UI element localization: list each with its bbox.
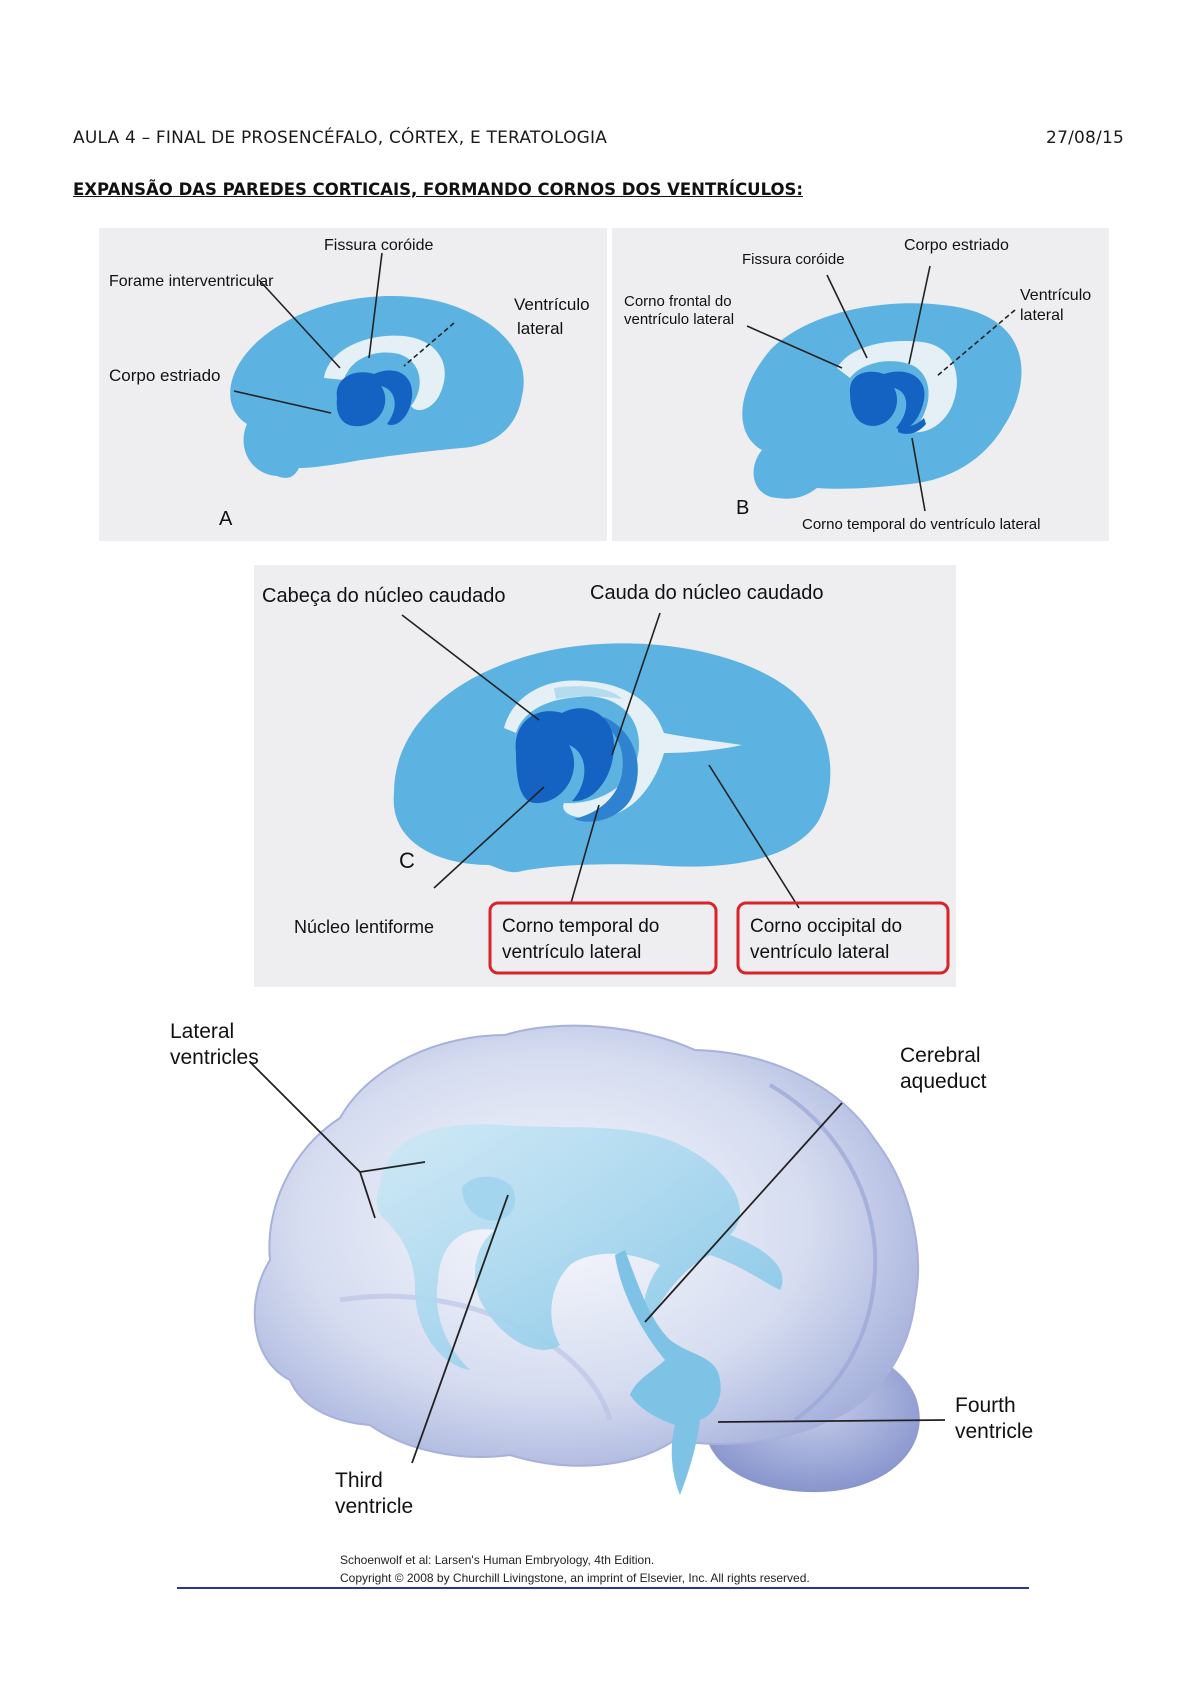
leader-line <box>908 265 931 365</box>
highlight-box-occipital <box>736 901 950 975</box>
label-lateral-line1: Lateral <box>170 1020 234 1043</box>
label-corno-temporal-line1: Corno temporal do <box>502 916 659 937</box>
figure-letter: B <box>736 497 749 519</box>
leader-line <box>411 1194 509 1464</box>
leader-line <box>258 279 341 369</box>
lobe-outline <box>768 1083 878 1422</box>
aqueduct-fourth-ventricle <box>615 1250 721 1495</box>
label-ventriculo-line1: Ventrículo <box>514 295 590 314</box>
lateral-ventricle <box>837 341 957 433</box>
label-corno-frontal-line2: ventrículo lateral <box>624 311 734 328</box>
leader-line <box>403 322 455 367</box>
label-corpo-estriado: Corpo estriado <box>109 366 221 385</box>
leader-line <box>359 1171 376 1219</box>
leader-line <box>401 614 540 721</box>
leader-line <box>359 1161 426 1173</box>
label-third-line1: Third <box>335 1469 383 1492</box>
label-fourth-line1: Fourth <box>955 1394 1016 1417</box>
label-lateral-line2: ventricles <box>170 1046 259 1069</box>
credit-line1: Schoenwolf et al: Larsen's Human Embryol… <box>340 1553 654 1567</box>
label-corpo-estriado: Corpo estriado <box>904 237 1009 254</box>
label-corno-temporal: Corno temporal do ventrículo lateral <box>802 516 1040 533</box>
label-third-line2: ventricle <box>335 1495 413 1518</box>
label-cerebral-line1: Cerebral <box>900 1044 981 1067</box>
leader-line <box>249 1061 361 1173</box>
figure-c: Cabeça do núcleo caudado Cauda do núcleo… <box>254 565 956 987</box>
leader-line <box>433 786 545 889</box>
credit-line2: Copyright © 2008 by Churchill Livingston… <box>340 1571 810 1585</box>
label-cabeca: Cabeça do núcleo caudado <box>262 585 506 607</box>
highlight-box-temporal <box>488 901 718 975</box>
lateral-ventricle <box>324 335 445 411</box>
figure-b: Fissura coróide Corpo estriado Corno fro… <box>612 228 1109 541</box>
label-fissura: Fissura coróide <box>742 251 845 268</box>
figure-letter: A <box>219 508 233 530</box>
leader-line <box>644 1102 843 1323</box>
label-cauda: Cauda do núcleo caudado <box>590 582 824 604</box>
caudate-tail <box>574 717 638 822</box>
interventricular-foramen <box>337 364 349 374</box>
leader-line <box>717 1419 946 1423</box>
leader-line <box>611 612 661 756</box>
leader-line <box>708 764 800 909</box>
label-cerebral-line2: aqueduct <box>900 1070 987 1093</box>
figure-a: Fissura coróide Forame interventricular … <box>99 228 607 541</box>
leader-line <box>746 325 843 369</box>
label-ventriculo-line1: Ventrículo <box>1020 287 1091 304</box>
label-ventriculo-line2: lateral <box>1020 307 1064 324</box>
leader-line <box>826 274 868 359</box>
corpus-striatum <box>336 370 413 427</box>
page-header-title: AULA 4 – FINAL DE PROSENCÉFALO, CÓRTEX, … <box>73 128 608 148</box>
label-ventriculo-line2: lateral <box>517 319 563 338</box>
choroid-fissure <box>554 686 622 699</box>
label-forame: Forame interventricular <box>109 273 274 290</box>
label-corno-occipital-line1: Corno occipital do <box>750 916 902 937</box>
label-corno-frontal-line1: Corno frontal do <box>624 293 732 310</box>
footer-rule <box>177 1587 1029 1589</box>
label-lentiforme: Núcleo lentiforme <box>294 917 434 937</box>
label-corno-temporal-line2: ventrículo lateral <box>502 942 641 963</box>
leader-line <box>570 804 600 904</box>
page-header-date: 27/08/15 <box>1046 128 1124 148</box>
section-heading: EXPANSÃO DAS PAREDES CORTICAIS, FORMANDO… <box>73 180 804 199</box>
label-fissura: Fissura coróide <box>324 237 433 254</box>
leader-line <box>233 390 332 414</box>
figure-d: Lateral ventricles Cerebral aqueduct Fou… <box>170 1000 1035 1598</box>
temporal-horn <box>898 418 926 434</box>
lentiform-nucleus <box>515 708 614 804</box>
label-fourth-line2: ventricle <box>955 1420 1033 1443</box>
corpus-striatum <box>849 371 925 430</box>
figure-letter: C <box>399 848 415 873</box>
leader-line <box>368 252 383 359</box>
leader-line <box>936 309 1016 377</box>
leader-line <box>911 437 926 512</box>
label-corno-occipital-line2: ventrículo lateral <box>750 942 889 963</box>
